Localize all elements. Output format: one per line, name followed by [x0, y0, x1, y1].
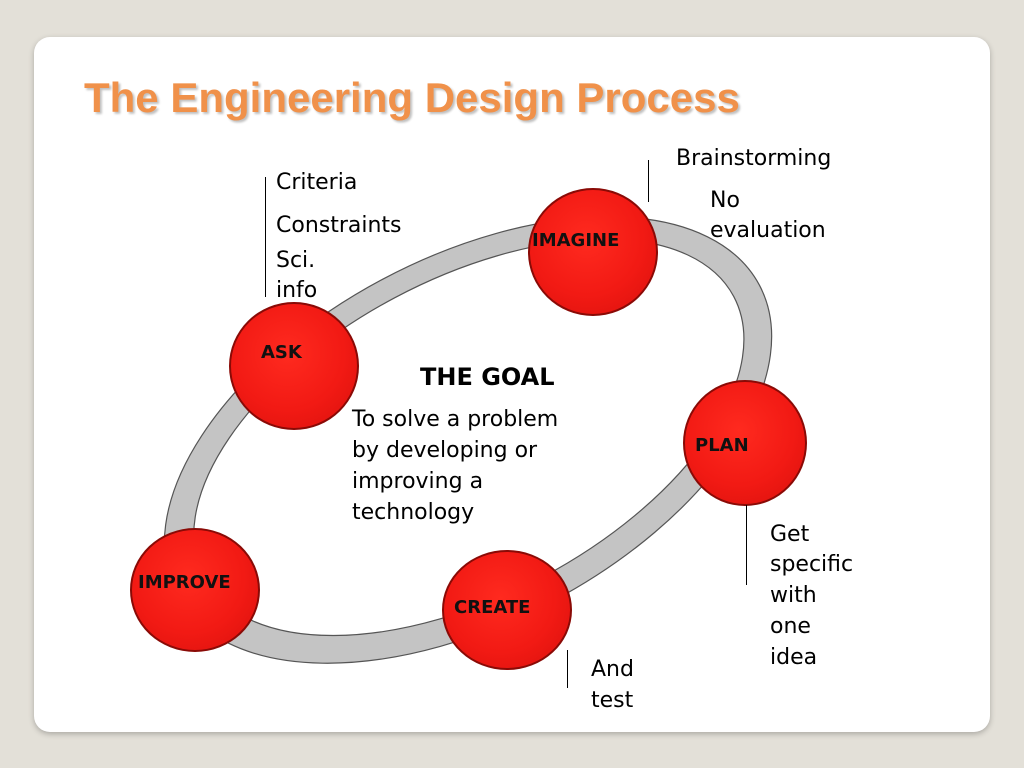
plan-note-2: specific: [770, 552, 854, 577]
imagine-circle: [528, 188, 658, 316]
goal-text-line: technology: [352, 500, 475, 525]
ask-sci-note-2: info: [276, 278, 318, 303]
plan-note-3: with: [770, 583, 817, 608]
imagine-no-eval-note-2: evaluation: [710, 218, 826, 243]
ask-sci-note-1: Sci.: [276, 248, 316, 273]
imagine-no-eval-note-1: No: [710, 188, 740, 213]
ask-constraints-note: Constraints: [276, 213, 402, 238]
create-label: CREATE: [454, 597, 531, 618]
plan-note-1: Get: [770, 522, 810, 547]
goal-heading: THE GOAL: [420, 363, 555, 391]
imagine-note-line: [648, 160, 649, 202]
create-circle: [442, 550, 572, 670]
plan-circle: [683, 380, 807, 506]
imagine-label: IMAGINE: [532, 230, 620, 251]
goal-text-line: improving a: [352, 469, 484, 494]
slide-title: The Engineering Design Process: [84, 74, 740, 121]
plan-note-5: idea: [770, 645, 818, 670]
imagine-brainstorming-note: Brainstorming: [676, 146, 832, 171]
ask-circle: [229, 302, 359, 430]
ask-label: ASK: [261, 342, 302, 363]
plan-note-line: [746, 505, 747, 585]
plan-label: PLAN: [695, 435, 749, 456]
ask-note-line: [265, 177, 266, 297]
goal-text-line: To solve a problem: [352, 407, 559, 432]
create-note-2: test: [591, 688, 634, 713]
improve-label: IMPROVE: [138, 572, 231, 593]
goal-description: To solve a problem by developing or impr…: [352, 404, 612, 528]
plan-note-4: one: [770, 614, 811, 639]
ask-criteria-note: Criteria: [276, 170, 358, 195]
improve-circle: [130, 528, 260, 652]
create-note-1: And: [591, 657, 634, 682]
create-note-line: [567, 650, 568, 688]
goal-text-line: by developing or: [352, 438, 538, 463]
